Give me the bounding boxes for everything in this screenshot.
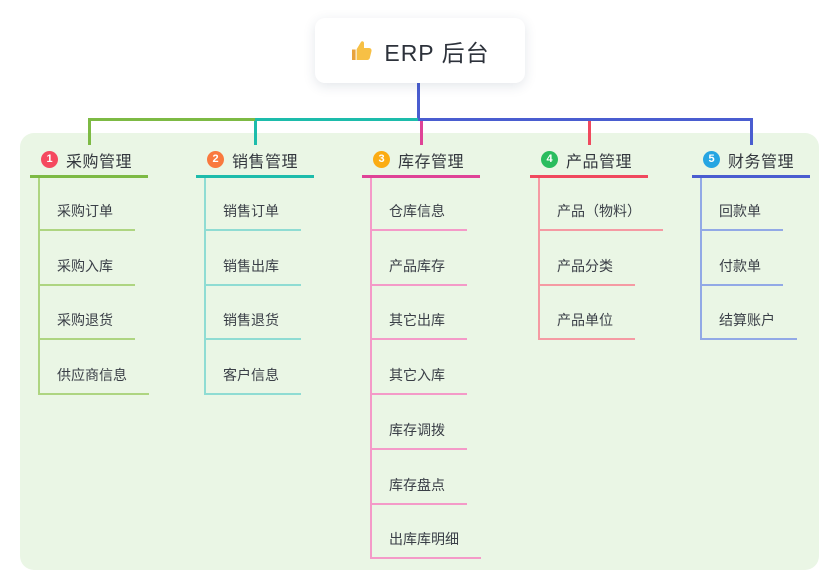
mindmap-node-item[interactable]: 回款单 (700, 201, 783, 231)
mindmap-node-item[interactable]: 仓库信息 (370, 201, 467, 231)
root-label: ERP 后台 (384, 39, 490, 66)
branch-1-header[interactable]: 1 采购管理 (30, 144, 148, 178)
branch-label: 产品管理 (566, 153, 633, 171)
mindmap-node-item[interactable]: 其它出库 (370, 310, 467, 340)
root-connector-line (416, 83, 420, 121)
mindmap-node-item[interactable]: 销售订单 (204, 201, 301, 231)
mindmap-node-item[interactable]: 销售出库 (204, 256, 301, 286)
mindmap-node-item[interactable]: 采购订单 (38, 201, 135, 231)
mindmap-node-item[interactable]: 产品单位 (538, 310, 635, 340)
branch-5-spine-line (700, 178, 702, 340)
branch-5-number-badge: 5 (703, 151, 720, 168)
branch-label: 销售管理 (232, 153, 299, 171)
mindmap-node-item[interactable]: 结算账户 (700, 310, 797, 340)
mindmap-node-item[interactable]: 采购入库 (38, 256, 135, 286)
branch-4-number-badge: 4 (541, 151, 558, 168)
branch-5-header[interactable]: 5 财务管理 (692, 144, 810, 178)
branch-3-number-badge: 3 (373, 151, 390, 168)
mindmap-root-node[interactable]: ERP 后台 (315, 18, 525, 83)
branch-3-drop-line (419, 121, 423, 145)
thumbs-up-icon (350, 39, 374, 63)
branch-5-drop-line (749, 121, 753, 145)
mindmap-node-item[interactable]: 产品（物料） (538, 201, 663, 231)
mindmap-node-item[interactable]: 出库库明细 (370, 529, 481, 559)
branch-label: 采购管理 (66, 153, 133, 171)
branch-2-header[interactable]: 2 销售管理 (196, 144, 314, 178)
branch-1-drop-line (87, 121, 91, 145)
branch-4-spine-line (538, 178, 540, 340)
bus-segment-blue (418, 118, 753, 121)
branch-label: 库存管理 (398, 153, 465, 171)
branch-1-spine-line (38, 178, 40, 395)
mindmap-node-item[interactable]: 采购退货 (38, 310, 135, 340)
mindmap-node-item[interactable]: 客户信息 (204, 365, 301, 395)
branch-1-number-badge: 1 (41, 151, 58, 168)
branch-4-drop-line (587, 121, 591, 145)
mindmap-node-item[interactable]: 供应商信息 (38, 365, 149, 395)
mindmap-node-item[interactable]: 付款单 (700, 256, 783, 286)
branch-2-drop-line (253, 121, 257, 145)
mindmap-node-item[interactable]: 其它入库 (370, 365, 467, 395)
mindmap-node-item[interactable]: 产品库存 (370, 256, 467, 286)
bus-segment-green (87, 118, 257, 121)
branches-panel (20, 133, 819, 570)
branch-2-number-badge: 2 (207, 151, 224, 168)
branch-2-spine-line (204, 178, 206, 395)
branch-label: 财务管理 (728, 153, 795, 171)
bus-segment-teal (255, 118, 418, 121)
mindmap-node-item[interactable]: 库存调拨 (370, 420, 467, 450)
mindmap-node-item[interactable]: 销售退货 (204, 310, 301, 340)
branch-3-spine-line (370, 178, 372, 559)
branch-4-header[interactable]: 4 产品管理 (530, 144, 648, 178)
mindmap-node-item[interactable]: 库存盘点 (370, 475, 467, 505)
mindmap-node-item[interactable]: 产品分类 (538, 256, 635, 286)
branch-3-header[interactable]: 3 库存管理 (362, 144, 480, 178)
